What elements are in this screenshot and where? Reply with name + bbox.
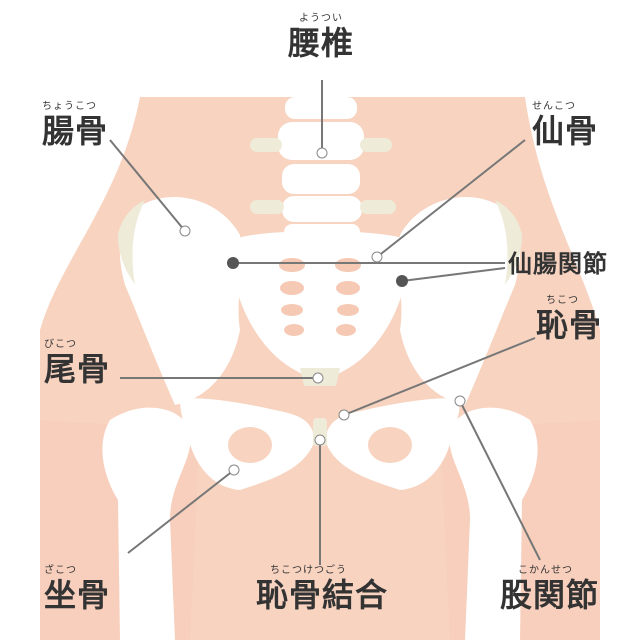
label-lumbar: ようつい 腰椎 — [288, 13, 355, 62]
ruby-sacrum: せんこつ — [532, 101, 576, 112]
dot-pubis — [338, 409, 350, 421]
label-ischium: ざこつ 坐骨 — [44, 565, 111, 614]
text-pubis: 恥骨 — [536, 306, 603, 344]
leader-lines — [109, 80, 541, 565]
text-coccyx: 尾骨 — [44, 350, 111, 388]
right-ilium — [398, 197, 521, 405]
leader-sacrum — [376, 139, 526, 258]
text-hip-joint: 股関節 — [500, 576, 600, 614]
label-hip-joint: こかんせつ 股関節 — [500, 565, 600, 614]
text-sacrum: 仙骨 — [532, 112, 599, 150]
leader-si-right — [401, 267, 506, 282]
dot-symphysis — [314, 434, 326, 446]
text-si-joint: 仙腸関節 — [508, 250, 608, 278]
left-obturator — [228, 427, 272, 463]
leader-ilium — [109, 139, 186, 232]
leader-pubis — [343, 337, 536, 416]
sacrum — [231, 231, 409, 380]
right-femur — [449, 407, 538, 640]
text-ischium: 坐骨 — [44, 576, 111, 614]
si-joint-dots — [227, 257, 408, 287]
text-lumbar: 腰椎 — [288, 24, 355, 62]
leader-hip — [459, 400, 541, 561]
sacral-foramina — [279, 258, 361, 336]
leader-ischium — [127, 469, 235, 554]
dot-ilium — [179, 225, 191, 237]
right-ilium-cartilage — [495, 200, 522, 285]
dot-si-right — [396, 275, 408, 287]
dot-ischium — [228, 464, 240, 476]
dot-lumbar — [316, 147, 328, 159]
label-ilium: ちょうこつ 腸骨 — [42, 101, 109, 150]
label-symphysis: ちこつけつごう 恥骨結合 — [256, 565, 389, 614]
left-femur — [102, 407, 191, 640]
dot-si-left — [227, 257, 239, 269]
ruby-ilium: ちょうこつ — [42, 101, 97, 112]
ruby-ischium: ざこつ — [44, 565, 77, 576]
label-sacrum: せんこつ 仙骨 — [532, 101, 599, 150]
ruby-lumbar: ようつい — [299, 13, 343, 24]
label-coccyx: びこつ 尾骨 — [44, 339, 111, 388]
label-si-joint: 仙腸関節 — [508, 252, 608, 276]
left-ilium — [119, 197, 242, 405]
ruby-hip-joint: こかんせつ — [518, 565, 573, 576]
text-ilium: 腸骨 — [42, 112, 109, 150]
ruby-pubis: ちこつ — [546, 295, 579, 306]
ruby-coccyx: びこつ — [44, 339, 77, 350]
dot-sacrum — [371, 251, 383, 263]
marker-dots — [179, 147, 466, 476]
text-symphysis: 恥骨結合 — [256, 576, 389, 614]
left-ilium-cartilage — [118, 200, 145, 285]
dot-coccyx — [312, 372, 324, 384]
dot-hip — [454, 395, 466, 407]
right-obturator — [368, 427, 412, 463]
label-pubis: ちこつ 恥骨 — [536, 295, 603, 344]
ruby-symphysis: ちこつけつごう — [270, 565, 347, 576]
